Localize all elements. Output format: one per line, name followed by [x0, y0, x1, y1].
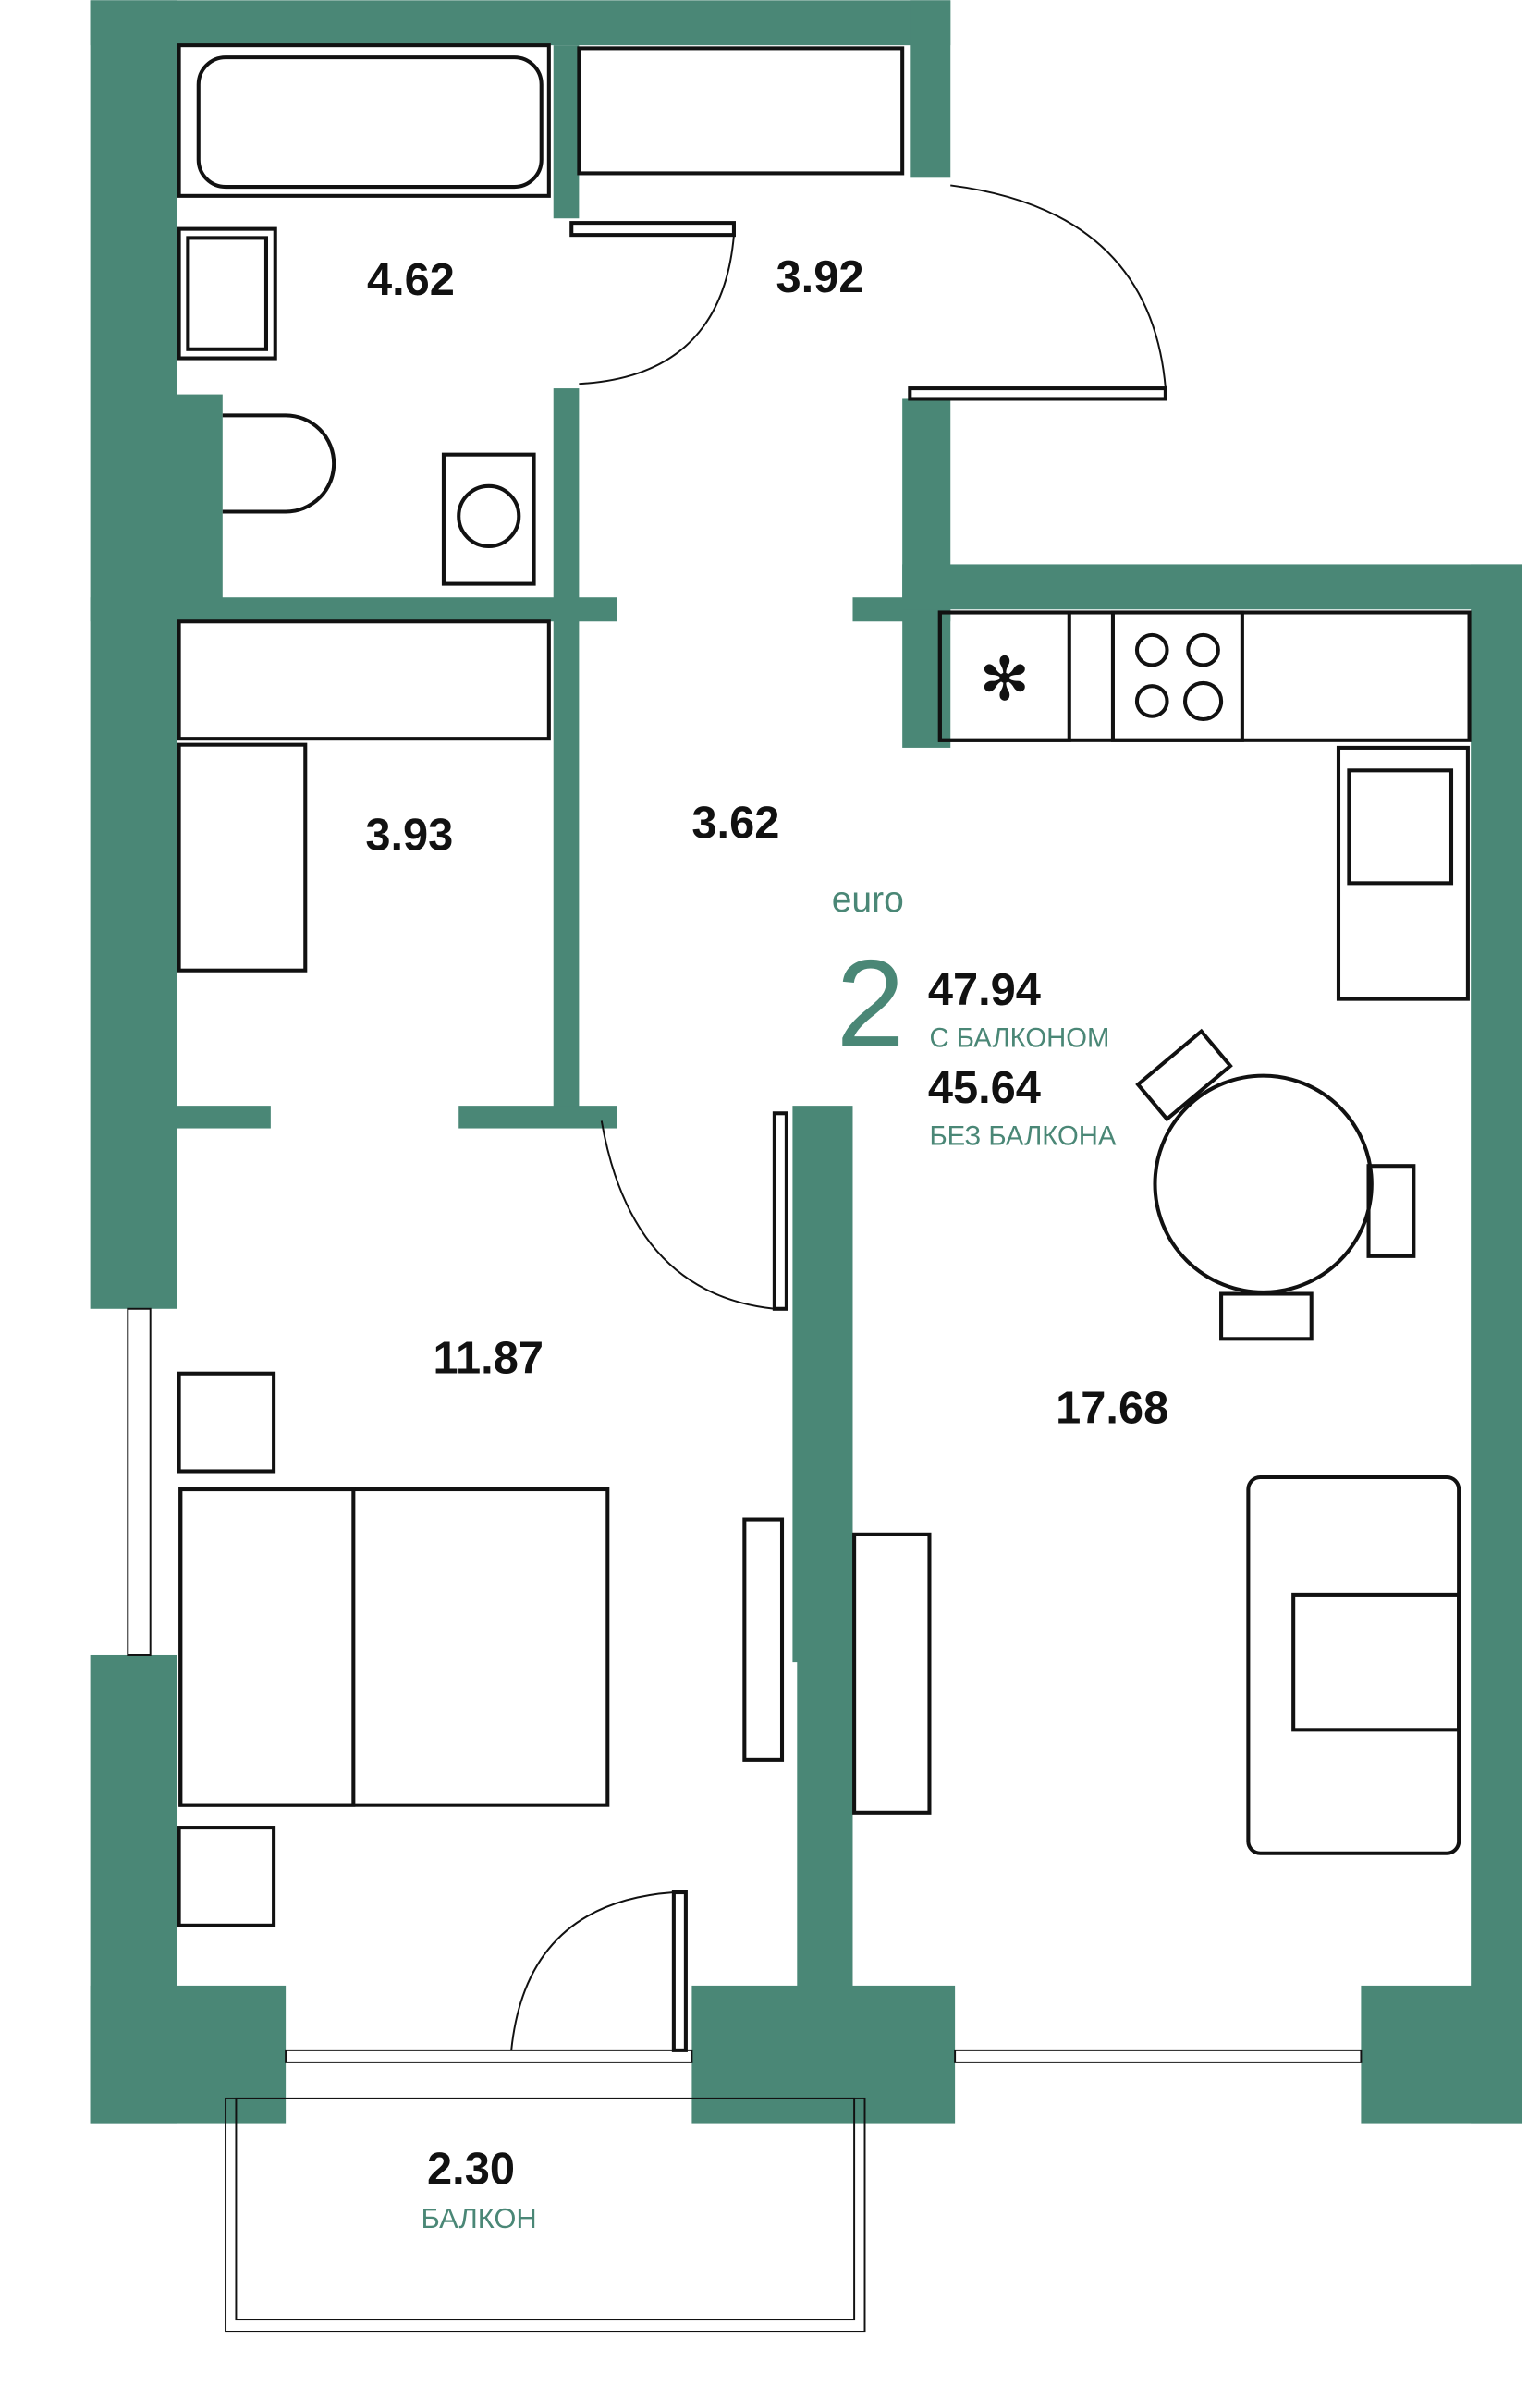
sink: [177, 226, 277, 361]
tv-bedroom: [742, 1517, 785, 1762]
sofa: [1246, 1474, 1461, 1855]
wardrobe-side: [177, 742, 308, 973]
room-area-bedroom: 11.87: [434, 1334, 544, 1384]
nightstand: [177, 1371, 276, 1474]
area-with-balcony-label: С БАЛКОНОМ: [929, 1023, 1109, 1054]
room-area-balcony: 2.30: [427, 2145, 515, 2195]
room-area-wardrobe: 3.93: [365, 811, 453, 861]
area-without-balcony-label: БЕЗ БАЛКОНА: [929, 1120, 1116, 1151]
area-with-balcony: 47.94: [928, 965, 1041, 1015]
windows: [127, 1307, 1363, 2063]
washing-machine: [441, 452, 536, 586]
svg-text:✻: ✻: [980, 645, 1031, 715]
balcony-label: БАЛКОН: [422, 2202, 537, 2234]
stove: [1110, 610, 1244, 742]
room-area-bathroom: 4.62: [367, 255, 455, 305]
room-area-entrance: 3.92: [776, 252, 864, 302]
doors: [510, 184, 1167, 2052]
walls: [90, 0, 1522, 2124]
room-area-living-kitchen: 17.68: [1056, 1383, 1168, 1433]
bed: [178, 1487, 610, 1807]
kitchen-sink: [1336, 745, 1470, 1001]
furniture: ✻: [177, 43, 1472, 1927]
nightstand: [177, 1826, 276, 1927]
type-label: euro: [832, 880, 904, 920]
dining-table: [1153, 1073, 1374, 1294]
area-without-balcony: 45.64: [928, 1063, 1041, 1113]
bathtub: [177, 43, 551, 198]
tv-stand: [852, 1532, 932, 1815]
wardrobe-hall: [177, 619, 551, 741]
wardrobe-top: [577, 46, 905, 176]
rooms-count: 2: [837, 935, 905, 1072]
balcony: [225, 2097, 866, 2333]
toilet: [222, 413, 336, 514]
room-area-hall: 3.62: [691, 799, 779, 849]
